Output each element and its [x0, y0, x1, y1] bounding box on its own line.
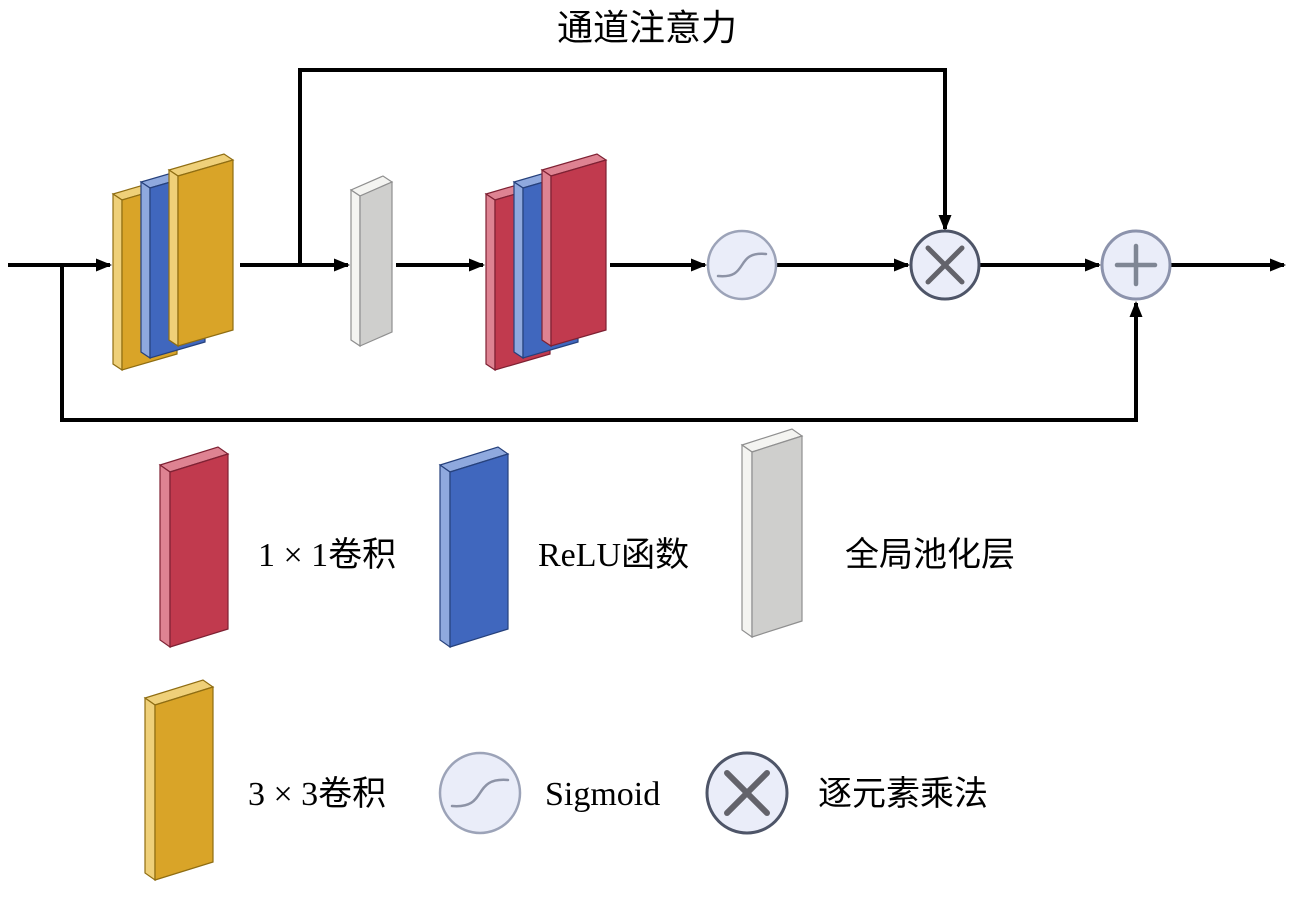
sigmoid-curve-icon	[716, 252, 768, 278]
legend-relu-plate	[438, 446, 510, 649]
legend-multiply-label: 逐元素乘法	[818, 775, 988, 813]
conv1x1-plate	[540, 153, 608, 348]
legend-sigmoid-icon	[438, 751, 522, 835]
legend-relu-label: ReLU函数	[538, 536, 689, 574]
skip-connection-line	[60, 265, 1143, 422]
diagram-title: 通道注意力	[557, 8, 737, 48]
sigmoid-curve-icon	[450, 778, 510, 808]
legend-conv3x3-plate	[143, 679, 215, 882]
legend-pool-plate	[740, 428, 804, 639]
multiply-icon	[724, 770, 770, 816]
multiply-node	[909, 229, 981, 301]
channel-branch-line	[298, 68, 952, 265]
sigmoid-node	[706, 229, 778, 301]
legend: 1 × 1卷积 ReLU函数 全局池化层 3 × 3卷积 Sigmoid	[143, 428, 1015, 882]
multiply-icon	[925, 245, 965, 285]
legend-sigmoid-label: Sigmoid	[545, 776, 660, 813]
legend-conv1x1-label: 1 × 1卷积	[258, 536, 396, 574]
global-pool-plate	[349, 175, 394, 348]
conv3x3-plate	[167, 153, 235, 348]
legend-conv1x1-plate	[158, 446, 230, 649]
legend-pool-label: 全局池化层	[845, 536, 1015, 574]
legend-conv3x3-label: 3 × 3卷积	[248, 775, 386, 813]
legend-multiply-icon	[705, 751, 789, 835]
conv3x3-relu-conv3x3-block	[111, 153, 235, 372]
conv1x1-relu-conv1x1-block	[484, 153, 608, 372]
add-node	[1100, 229, 1172, 301]
